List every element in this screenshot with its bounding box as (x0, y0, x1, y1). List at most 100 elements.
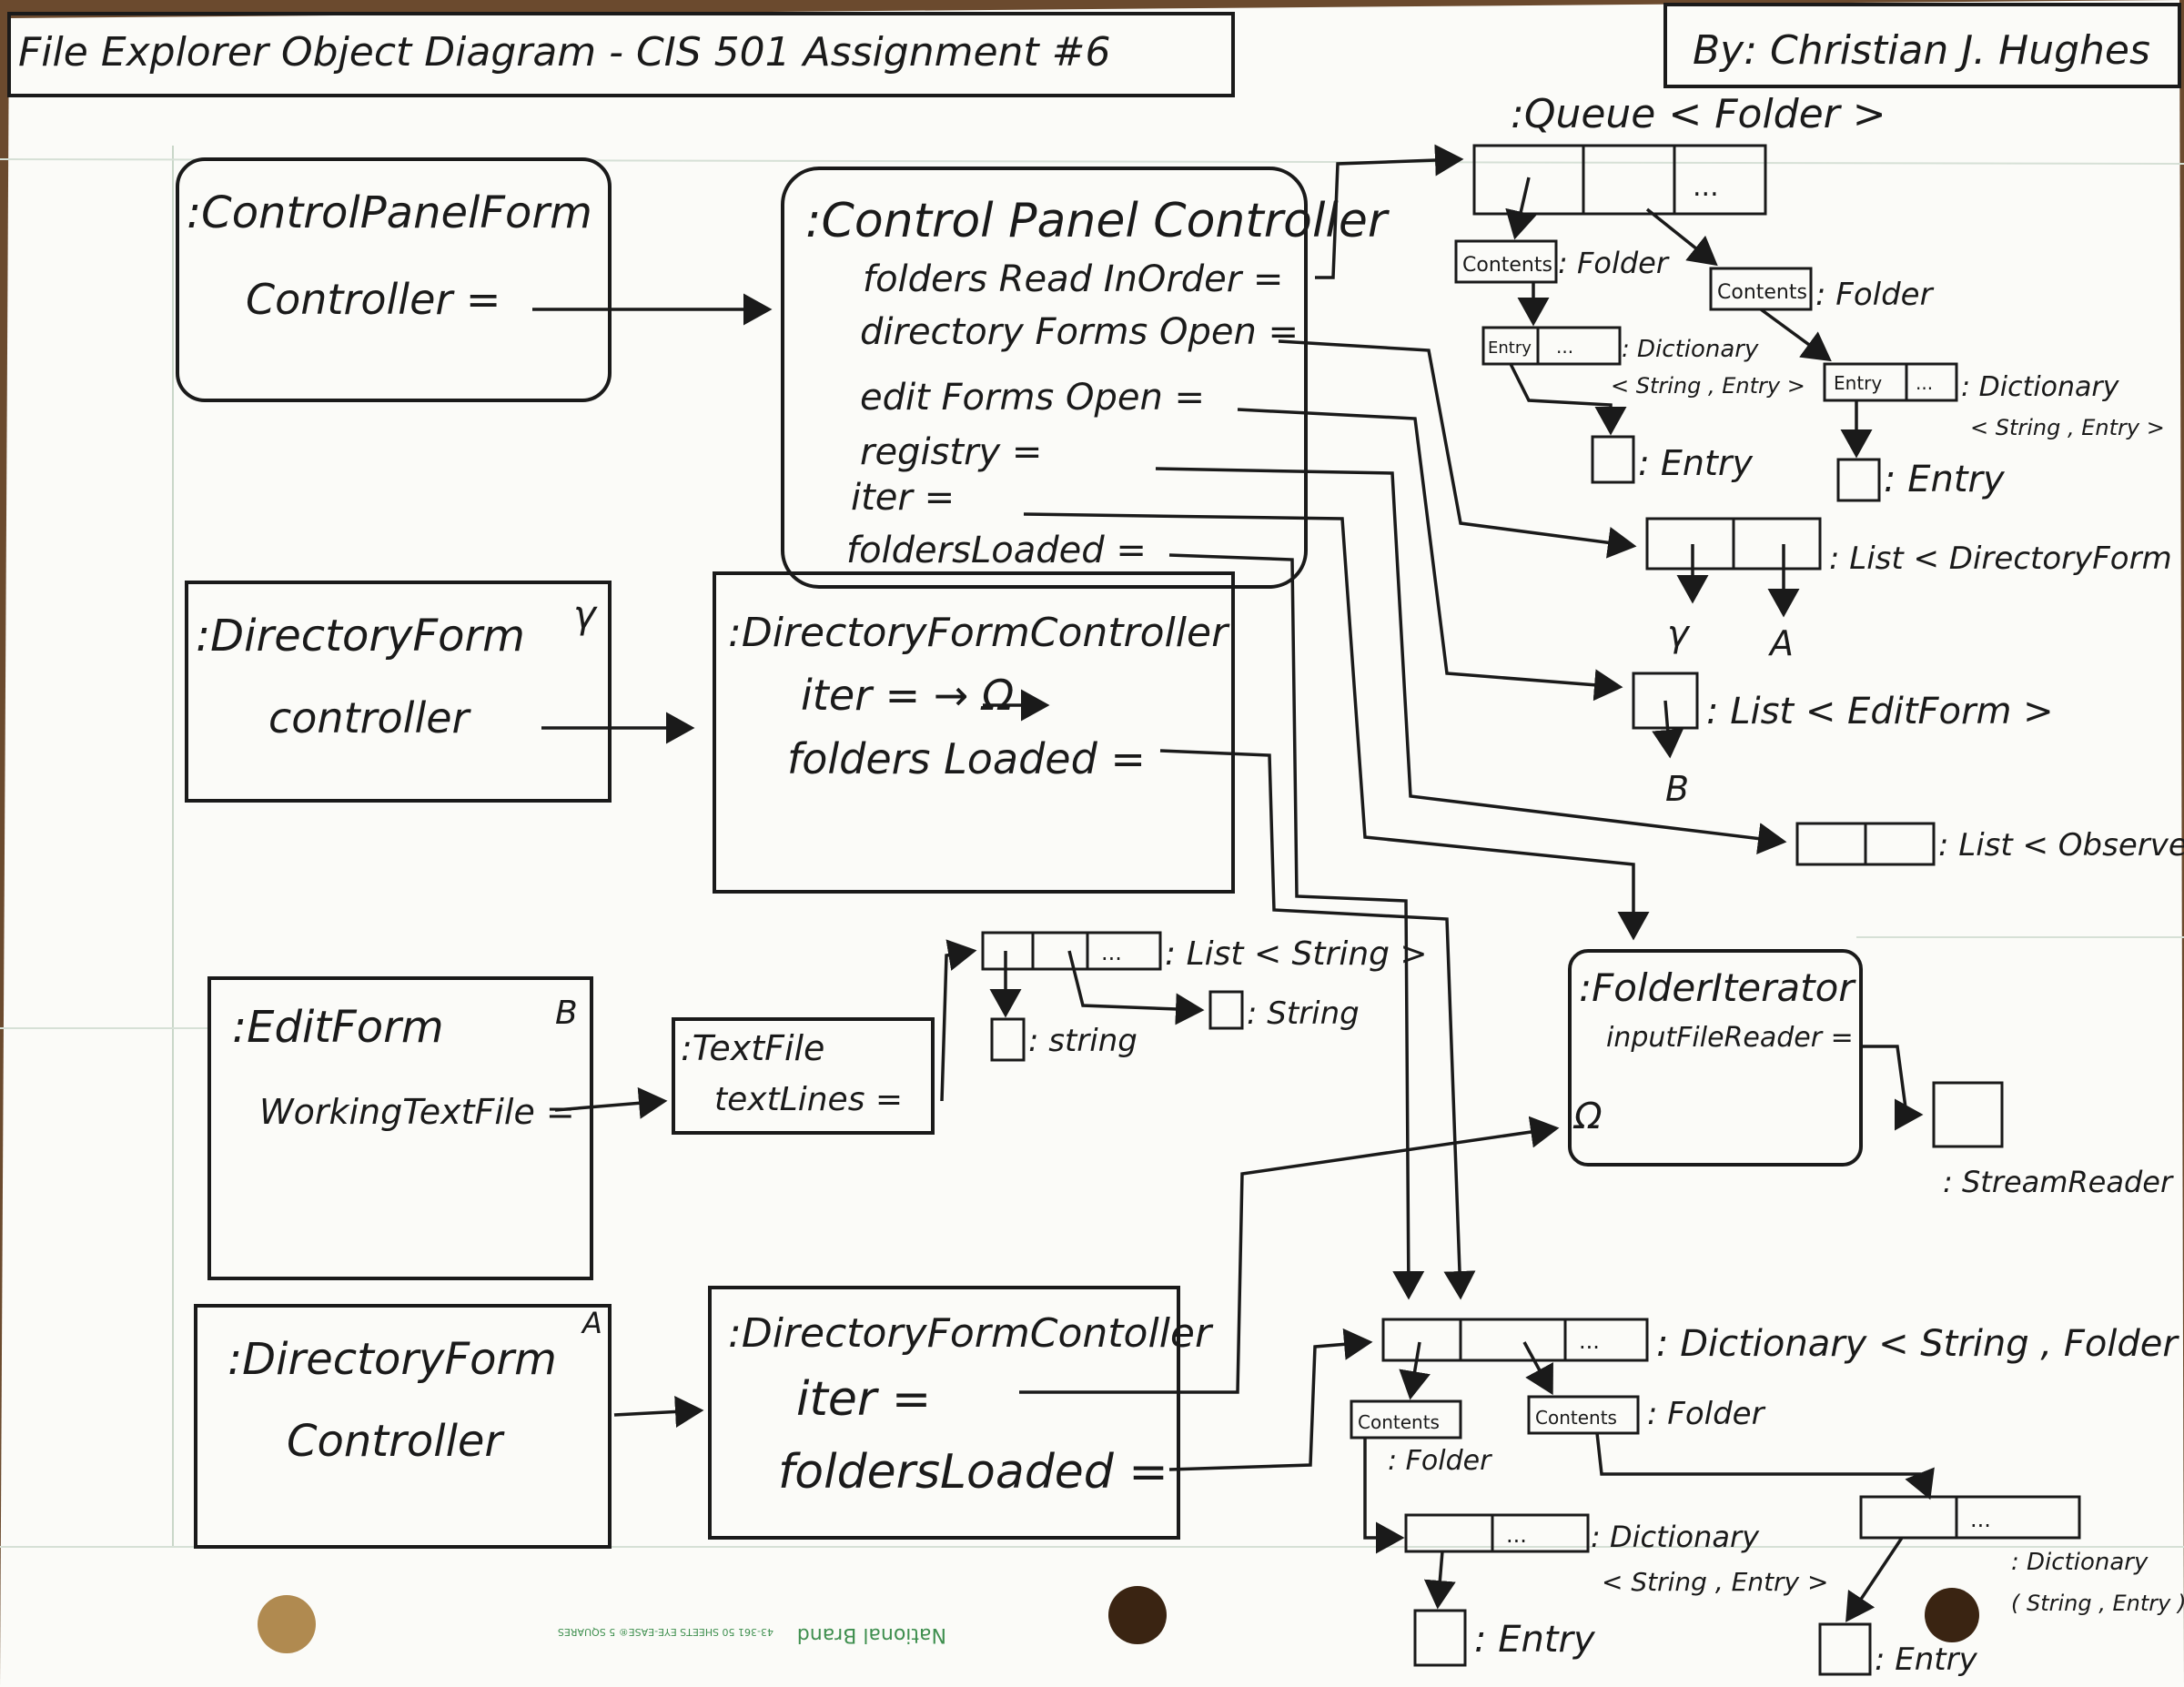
svg-text:: Entry: : Entry (1875, 1642, 1978, 1678)
collection-cell: ... (1970, 1507, 1991, 1532)
textfile-object: :TextFile textLines = (672, 1017, 935, 1135)
author-box (1663, 3, 2181, 88)
object-field: controller (268, 693, 472, 742)
folder-label: : Folder (1388, 1445, 1492, 1477)
collection-cell: Entry (1834, 372, 1882, 394)
object-field: iter = (796, 1372, 931, 1427)
diagram-title: File Explorer Object Diagram - CIS 501 A… (18, 29, 1111, 76)
collection-label: : List < EditForm > (1706, 691, 2054, 732)
folder-label: : Folder (1558, 246, 1670, 280)
object-field: directory Forms Open = (860, 311, 1299, 353)
object-field: registry = (860, 431, 1042, 473)
object-field: inputFileReader = (1606, 1022, 1854, 1054)
collection-cell: ... (1506, 1522, 1527, 1548)
directoryform-a-object: :DirectoryForm A Controller (194, 1304, 612, 1549)
folder-contents-field: Contents (1717, 281, 1807, 304)
entry-object: : Entry (1591, 435, 1753, 484)
list-observer-collection: : List < Observer > (1795, 822, 2184, 866)
svg-text:: Entry: : Entry (1474, 1619, 1596, 1661)
object-marker: γ (573, 592, 598, 637)
dictionary-folder-collection: ... : Dictionary < String , Folder > (1381, 1318, 2184, 1365)
punch-hole (1108, 1586, 1167, 1644)
collection-label: : Dictionary < String , Folder > (1656, 1323, 2184, 1365)
collection-label: : Dictionary (1622, 336, 1759, 363)
object-field: edit Forms Open = (860, 377, 1205, 419)
svg-text:: Entry: : Entry (1638, 443, 1753, 483)
object-marker: Ω (1572, 1096, 1603, 1137)
directoryformcontroller-object: :DirectoryFormController iter = → Ω fold… (713, 571, 1235, 894)
object-field: iter = → Ω (801, 671, 1014, 720)
directoryformcontroller-object: :DirectoryFormContoller iter = foldersLo… (708, 1286, 1214, 1540)
object-name: :EditForm (232, 1002, 444, 1053)
collection-cell: Entry (1488, 338, 1532, 358)
object-field: iter = (851, 477, 955, 519)
object-field: foldersLoaded = (778, 1445, 1168, 1500)
folder-label: : Folder (1815, 277, 1935, 313)
punch-hole (258, 1595, 316, 1653)
object-name: :TextFile (681, 1028, 824, 1068)
list-target: A (1767, 623, 1794, 663)
string-object: : String (1208, 990, 1360, 1032)
collection-label: : List < String > (1165, 935, 1428, 973)
folder-label: : Folder (1647, 1396, 1766, 1432)
collection-label: : Dictionary (2011, 1549, 2149, 1576)
object-name: :FolderIterator (1579, 965, 1856, 1010)
object-marker: A (581, 1306, 602, 1340)
dictionary-entry-object: Entry ... : Dictionary < String , Entry … (1481, 326, 1805, 399)
dictionary-entry-object: Entry ... : Dictionary < String , Entry … (1823, 362, 2165, 440)
dictionary-entry-object: ... : Dictionary ( String , Entry ) (1859, 1495, 2184, 1616)
folder-contents-field: Contents (1535, 1407, 1617, 1429)
collection-label: : List < DirectoryForm > (1829, 540, 2184, 577)
svg-text:: string: : string (1028, 1023, 1138, 1059)
svg-text:: Entry: : Entry (1884, 459, 2006, 500)
folder-object: Contents : Folder (1350, 1399, 1492, 1477)
controlpanelform-object: :ControlPanelForm Controller = (176, 157, 612, 402)
list-editform-collection: : List < EditForm > B (1632, 672, 2054, 809)
string-object: : string (990, 1017, 1138, 1062)
object-name: :ControlPanelForm (187, 187, 592, 238)
author: By: Christian J. Hughes (1693, 27, 2150, 74)
list-target: γ (1667, 613, 1691, 655)
collection-cell: ... (1579, 1328, 1600, 1354)
object-name: :DirectoryForm (196, 611, 525, 662)
object-name: :DirectoryFormContoller (728, 1310, 1214, 1357)
object-field: folders Loaded = (787, 734, 1146, 783)
folder-object: Contents : Folder (1454, 239, 1670, 284)
title-box (7, 12, 1235, 97)
list-target: B (1665, 769, 1689, 809)
collection-cell: ... (1916, 372, 1933, 394)
collection-cell: ... (1693, 171, 1719, 203)
folder-contents-field: Contents (1462, 254, 1552, 277)
folder-object: Contents : Folder (1527, 1395, 1766, 1435)
svg-text:: StreamReader: : StreamReader (1943, 1165, 2174, 1199)
object-field: textLines = (714, 1081, 903, 1118)
entry-object: : Entry (1413, 1609, 1596, 1667)
list-directoryform-collection: : List < DirectoryForm > γ A (1645, 517, 2184, 663)
object-name: :DirectoryFormController (728, 610, 1230, 656)
object-field: folders Read InOrder = (863, 258, 1283, 300)
object-marker: B (555, 995, 578, 1032)
folderiterator-object: :FolderIterator inputFileReader = Ω (1568, 949, 1863, 1167)
object-field: foldersLoaded = (846, 530, 1147, 571)
object-name: :Control Panel Controller (805, 194, 1390, 248)
collection-label: : Dictionary (1591, 1520, 1760, 1554)
paper-brand-mark: National Brand 43-361 50 SHEETS EYE-EASE… (558, 1623, 946, 1646)
streamreader-object: : StreamReader (1932, 1081, 2174, 1199)
svg-text:National Brand: National Brand (797, 1623, 946, 1646)
collection-label-types: < String , Entry > (1611, 373, 1805, 399)
collection-label: : List < Observer > (1938, 827, 2184, 864)
reference-arrows (532, 144, 1935, 1622)
folder-contents-field: Contents (1358, 1411, 1440, 1433)
collection-label: :Queue < Folder > (1511, 91, 1886, 137)
object-field: Controller (287, 1416, 505, 1467)
svg-text:: String: : String (1247, 995, 1360, 1032)
collection-label: : Dictionary (1961, 371, 2120, 403)
collection-cell: ... (1556, 336, 1573, 358)
controlpanelcontroller-object: :Control Panel Controller folders Read I… (781, 167, 1390, 589)
directoryform-gamma-object: :DirectoryForm γ controller (185, 581, 612, 803)
entry-object: : Entry (1836, 458, 2006, 502)
object-field: WorkingTextFile = (259, 1092, 575, 1132)
list-string-collection: ... : List < String > (981, 931, 1428, 973)
